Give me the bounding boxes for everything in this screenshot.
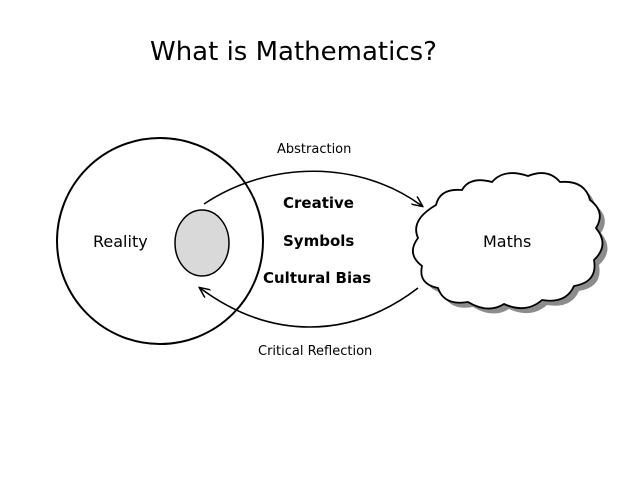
page-title: What is Mathematics? bbox=[150, 37, 437, 67]
term-symbols: Symbols bbox=[283, 232, 354, 250]
critical-reflection-label: Critical Reflection bbox=[258, 344, 372, 359]
reality-label: Reality bbox=[93, 232, 148, 251]
maths-label: Maths bbox=[483, 232, 531, 251]
reality-circle bbox=[56, 137, 264, 345]
inner-circle bbox=[174, 209, 230, 277]
maths-cloud bbox=[412, 172, 604, 310]
term-creative: Creative bbox=[283, 194, 354, 212]
critical-reflection-arrow bbox=[200, 288, 419, 328]
abstraction-label: Abstraction bbox=[277, 142, 351, 157]
term-cultural-bias: Cultural Bias bbox=[263, 269, 371, 287]
abstraction-arrow bbox=[203, 170, 422, 206]
